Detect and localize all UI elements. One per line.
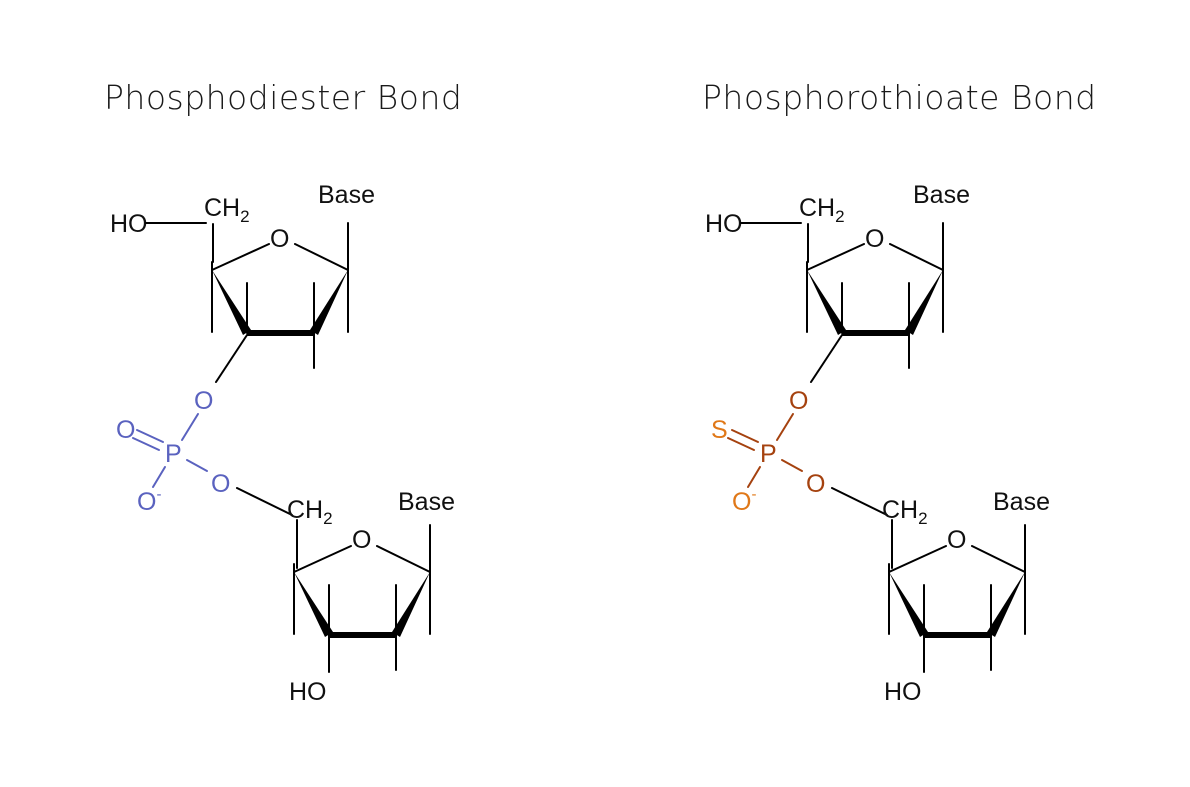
ch2-top-label: CH2 bbox=[204, 194, 250, 226]
base-bottom-label: Base bbox=[993, 488, 1050, 516]
bridge-oxygen-lower-label: O bbox=[806, 470, 825, 498]
p-o-lower-bond bbox=[781, 459, 803, 472]
sugar-bottom-ring-bond bbox=[376, 545, 431, 573]
p-o-lower-bond bbox=[186, 459, 208, 472]
sugar-top-ring-bond bbox=[806, 243, 865, 271]
sugar-bottom-wedge-bond bbox=[294, 572, 333, 637]
sugar-top-wedge-bond bbox=[212, 270, 251, 335]
o-p-bond bbox=[181, 413, 199, 441]
double-bond-line-b bbox=[727, 437, 755, 451]
o-p-bond bbox=[776, 413, 794, 441]
p-oanion-bond bbox=[152, 466, 166, 488]
hydroxyl-3prime-label: HO bbox=[289, 678, 327, 706]
sugar-top-ring-bond bbox=[294, 243, 349, 271]
double-bond-line-a bbox=[731, 429, 759, 443]
hydroxyl-5prime-label: HO bbox=[110, 210, 148, 238]
base-top-label: Base bbox=[318, 181, 375, 209]
sugar-bottom-wedge-bond bbox=[392, 572, 430, 637]
phosphodiester-title: Phosphodiester Bond bbox=[104, 78, 463, 117]
c3-o-bond bbox=[810, 334, 843, 383]
hydroxyl-3prime-label: HO bbox=[884, 678, 922, 706]
ring-oxygen-bottom-label: O bbox=[947, 526, 966, 554]
double-bond-line-b bbox=[132, 437, 160, 451]
base-top-label: Base bbox=[913, 181, 970, 209]
bridge-oxygen-upper-label: O bbox=[194, 387, 213, 415]
bridge-oxygen-lower-label: O bbox=[211, 470, 230, 498]
double-bonded-atom-label: S bbox=[711, 416, 728, 444]
ch2-bottom-label: CH2 bbox=[287, 496, 333, 528]
c3-o-bond bbox=[215, 334, 248, 383]
o-ch2-bond bbox=[236, 487, 293, 516]
bridge-oxygen-upper-label: O bbox=[789, 387, 808, 415]
ch2-top-label: CH2 bbox=[799, 194, 845, 226]
sugar-bottom-ring-bond bbox=[888, 545, 947, 573]
p-oanion-bond bbox=[747, 466, 761, 488]
anionic-oxygen-label: O- bbox=[732, 486, 756, 516]
sugar-bottom-ring-bond bbox=[293, 545, 352, 573]
sugar-top-ring-bond bbox=[211, 243, 270, 271]
sugar-top-wedge-bond bbox=[310, 270, 348, 335]
sugar-top-ring-bond bbox=[889, 243, 944, 271]
base-bottom-label: Base bbox=[398, 488, 455, 516]
sugar-bottom-wedge-bond bbox=[987, 572, 1025, 637]
double-bonded-atom-label: O bbox=[116, 416, 135, 444]
hydroxyl-5prime-label: HO bbox=[705, 210, 743, 238]
phosphorus-label: P bbox=[165, 440, 182, 468]
phosphorus-label: P bbox=[760, 440, 777, 468]
double-bond-line-a bbox=[136, 429, 164, 443]
phosphorothioate-title: Phosphorothioate Bond bbox=[702, 78, 1097, 117]
sugar-top-wedge-bond bbox=[807, 270, 846, 335]
ring-oxygen-bottom-label: O bbox=[352, 526, 371, 554]
ring-oxygen-top-label: O bbox=[865, 225, 884, 253]
ch2-bottom-label: CH2 bbox=[882, 496, 928, 528]
sugar-bottom-ring-bond bbox=[971, 545, 1026, 573]
o-ch2-bond bbox=[831, 487, 888, 516]
anionic-oxygen-label: O- bbox=[137, 486, 161, 516]
sugar-bottom-wedge-bond bbox=[889, 572, 928, 637]
sugar-top-wedge-bond bbox=[905, 270, 943, 335]
ring-oxygen-top-label: O bbox=[270, 225, 289, 253]
